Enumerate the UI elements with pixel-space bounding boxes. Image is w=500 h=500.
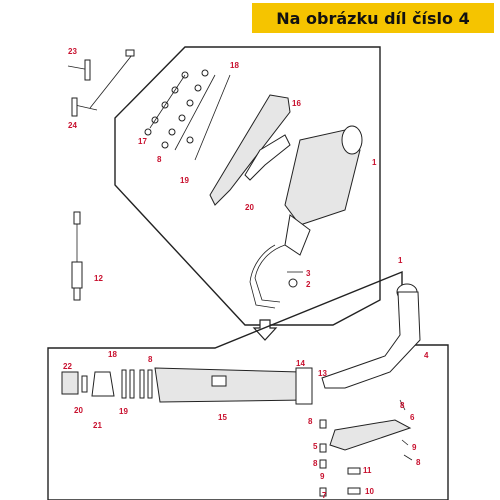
callout-lower-8e: 8	[416, 458, 421, 467]
bolt-set	[319, 399, 413, 497]
callout-lower-8d: 8	[313, 459, 318, 468]
bolt-24	[71, 97, 98, 117]
exhaust-header-pipe	[321, 283, 421, 389]
gasket-set	[144, 69, 231, 161]
page-title: Na obrázku díl číslo 4	[276, 8, 470, 28]
callout-lower-11: 11	[363, 466, 372, 475]
callout-upper-16: 16	[292, 99, 301, 108]
callout-lower-8b: 8	[400, 401, 405, 410]
callout-lower-10: 10	[365, 487, 374, 496]
callout-upper-2: 2	[306, 280, 311, 289]
bolt-head	[125, 49, 135, 57]
callout-lower-19: 19	[119, 407, 128, 416]
callout-lower-22: 22	[63, 362, 72, 371]
tip	[91, 371, 115, 397]
end-cap	[61, 371, 79, 395]
callout-lower-14: 14	[296, 359, 305, 368]
mount-bracket	[329, 419, 412, 451]
arrow-down-icon	[252, 319, 278, 341]
lambda-sensor	[71, 211, 83, 301]
callout-upper-17: 17	[138, 137, 147, 146]
callout-lower-9b: 9	[320, 472, 325, 481]
callout-upper-18: 18	[230, 61, 239, 70]
upper-assembly-frame	[114, 46, 381, 326]
bolt-23	[67, 59, 91, 81]
callout-upper-19: 19	[180, 176, 189, 185]
callout-lower-5: 5	[313, 442, 318, 451]
callout-lower-8c: 8	[308, 417, 313, 426]
callout-lower-15: 15	[218, 413, 227, 422]
muffler-body	[154, 367, 313, 405]
page-title-banner: Na obrázku díl číslo 4	[252, 3, 494, 33]
callout-upper-24: 24	[68, 121, 77, 130]
muffler	[249, 125, 363, 309]
callout-lower-4: 4	[424, 351, 429, 360]
callout-lower-13: 13	[318, 369, 327, 378]
ring	[81, 375, 88, 393]
callout-upper-23: 23	[68, 47, 77, 56]
callout-upper-1: 1	[372, 158, 377, 167]
callout-lower-21: 21	[93, 421, 102, 430]
callout-lower-18: 18	[108, 350, 117, 359]
callout-lower-20: 20	[74, 406, 83, 415]
callout-lower-9a: 9	[412, 443, 417, 452]
callout-upper-12: 12	[94, 274, 103, 283]
lower-assembly-frame	[47, 270, 449, 500]
callout-upper-3: 3	[306, 269, 311, 278]
callout-lower-7: 7	[322, 491, 327, 500]
bracket	[244, 134, 291, 181]
gasket-stack	[121, 369, 153, 399]
callout-lower-6: 6	[410, 413, 415, 422]
callout-upper-8: 8	[157, 155, 162, 164]
heat-shield	[209, 94, 291, 206]
callout-upper-20: 20	[245, 203, 254, 212]
callout-lower-1: 1	[398, 256, 403, 265]
callout-lower-8a: 8	[148, 355, 153, 364]
